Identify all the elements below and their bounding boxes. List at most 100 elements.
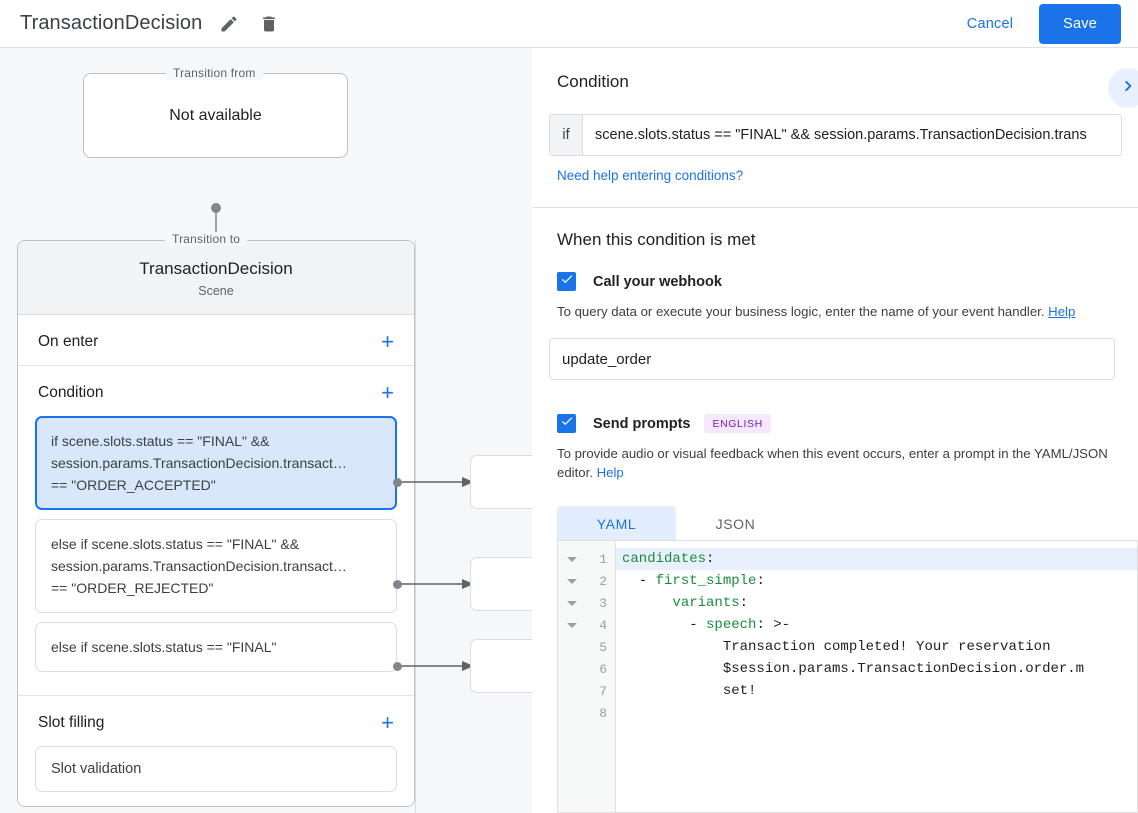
prompts-help-link[interactable]: Help (596, 465, 624, 480)
scene-name: TransactionDecision (139, 259, 293, 278)
scene-card-header[interactable]: TransactionDecision Scene (18, 241, 414, 315)
gutter-line: 1 (558, 548, 615, 570)
fold-caret-icon[interactable] (567, 578, 577, 584)
scene-card: TransactionDecision Scene On enter + Con… (17, 240, 415, 807)
transition-target-card[interactable] (470, 639, 532, 693)
call-webhook-checkbox[interactable] (557, 272, 576, 291)
webhook-handler-input[interactable] (549, 338, 1115, 380)
send-prompts-label: Send prompts (593, 415, 691, 432)
slot-validation-item[interactable]: Slot validation (35, 746, 397, 792)
call-webhook-label: Call your webhook (593, 273, 722, 290)
condition-input-row: if (549, 114, 1122, 156)
condition-heading: Condition (557, 72, 629, 91)
condition-output-handle[interactable] (393, 478, 402, 487)
line-number: 8 (599, 705, 607, 721)
prompts-description-text: To provide audio or visual feedback when… (557, 446, 1108, 480)
code-line[interactable]: Transaction completed! Your reservation (622, 639, 1051, 655)
webhook-help-link[interactable]: Help (1048, 304, 1076, 319)
condition-editor-section: Condition if Need help entering conditio… (533, 48, 1138, 208)
slot-filling-list: Slot validation (18, 746, 414, 806)
condition-edge (398, 661, 474, 671)
save-button[interactable]: Save (1039, 3, 1121, 44)
gutter-line: 7 (558, 680, 615, 702)
when-condition-met-section: When this condition is met Call your web… (533, 208, 1138, 542)
condition-item-line: == "ORDER_ACCEPTED" (51, 477, 216, 493)
tab-yaml[interactable]: YAML (557, 506, 676, 542)
editor-code-area[interactable]: candidates: - first_simple: variants: - … (616, 541, 1137, 812)
code-line[interactable]: - speech: >- (622, 617, 791, 633)
section-on-enter-header: On enter + (18, 315, 414, 365)
code-line[interactable]: set! (622, 683, 757, 699)
section-on-enter: On enter + (18, 315, 414, 366)
line-number: 1 (599, 551, 607, 567)
code-line[interactable] (616, 702, 1137, 724)
add-slot-filling-button[interactable]: + (381, 710, 394, 735)
condition-help-link[interactable]: Need help entering conditions? (557, 168, 744, 183)
webhook-description-text: To query data or execute your business l… (557, 304, 1045, 319)
transition-from-box: Transition from Not available (83, 66, 348, 158)
condition-item-line: == "ORDER_REJECTED" (51, 580, 214, 596)
call-webhook-row: Call your webhook (557, 272, 1138, 291)
graph-canvas[interactable]: Transition from Not available Transition… (0, 48, 532, 813)
send-prompts-checkbox[interactable] (557, 414, 576, 433)
line-number: 5 (599, 639, 607, 655)
condition-item-line: session.params.TransactionDecision.trans… (51, 558, 347, 574)
line-number: 2 (599, 573, 607, 589)
line-number: 6 (599, 661, 607, 677)
section-title: Slot filling (38, 714, 105, 731)
editor-format-tabs: YAML JSON (557, 506, 1138, 542)
trash-icon (259, 14, 279, 34)
tab-json[interactable]: JSON (676, 506, 795, 542)
transition-target-card[interactable] (470, 455, 532, 509)
yaml-key: variants (672, 595, 740, 611)
section-title: Condition (38, 384, 104, 401)
condition-item-line: session.params.TransactionDecision.trans… (51, 455, 347, 471)
panel-divider-line (415, 240, 416, 813)
fold-caret-icon[interactable] (567, 600, 577, 606)
fold-caret-icon[interactable] (567, 556, 577, 562)
line-number: 3 (599, 595, 607, 611)
page-title: TransactionDecision (20, 12, 203, 34)
transition-from-legend: Transition from (166, 66, 263, 80)
yaml-key: first_simple (655, 573, 757, 589)
code-line[interactable]: variants: (672, 595, 749, 611)
condition-item-line: if scene.slots.status == "FINAL" && (51, 433, 270, 449)
send-prompts-row: Send prompts ENGLISH (557, 414, 1138, 433)
condition-expression-input[interactable] (583, 115, 1121, 155)
condition-item[interactable]: if scene.slots.status == "FINAL" && sessi… (35, 416, 397, 510)
code-line[interactable]: - first_simple: (622, 573, 765, 589)
cancel-button[interactable]: Cancel (953, 7, 1027, 41)
delete-button[interactable] (256, 11, 282, 37)
next-panel-button[interactable] (1108, 68, 1138, 108)
yaml-key: candidates (622, 551, 707, 567)
section-condition: Condition + if scene.slots.status == "FI… (18, 366, 414, 696)
checkmark-icon (560, 414, 574, 433)
section-condition-header: Condition + (18, 366, 414, 416)
add-on-enter-button[interactable]: + (381, 329, 394, 354)
gutter-line: 3 (558, 592, 615, 614)
detail-panel: Condition if Need help entering conditio… (533, 48, 1138, 813)
condition-output-handle[interactable] (393, 662, 402, 671)
transition-target-card[interactable] (470, 557, 532, 611)
language-badge: ENGLISH (704, 414, 771, 433)
pencil-icon (219, 14, 239, 34)
line-number: 7 (599, 683, 607, 699)
condition-edge (398, 477, 474, 487)
fold-caret-icon[interactable] (567, 622, 577, 628)
gutter-line: 2 (558, 570, 615, 592)
yaml-code-editor[interactable]: 1 2 3 4 5 6 7 8 candidates: - first_simple: var… (557, 540, 1138, 813)
condition-item[interactable]: else if scene.slots.status == "FINAL" (35, 622, 397, 672)
yaml-key: speech (706, 617, 757, 633)
editor-gutter: 1 2 3 4 5 6 7 8 (558, 541, 616, 812)
code-line[interactable]: candidates: (616, 548, 1137, 570)
code-line[interactable]: $session.params.TransactionDecision.orde… (622, 661, 1085, 677)
edit-name-button[interactable] (216, 11, 242, 37)
prompts-description: To provide audio or visual feedback when… (557, 444, 1114, 482)
condition-item[interactable]: else if scene.slots.status == "FINAL" &&… (35, 519, 397, 613)
condition-output-handle[interactable] (393, 580, 402, 589)
transition-to-legend: Transition to (165, 232, 248, 246)
add-condition-button[interactable]: + (381, 380, 394, 405)
gutter-line: 4 (558, 614, 615, 636)
webhook-description: To query data or execute your business l… (557, 302, 1114, 321)
section-title: On enter (38, 333, 99, 350)
